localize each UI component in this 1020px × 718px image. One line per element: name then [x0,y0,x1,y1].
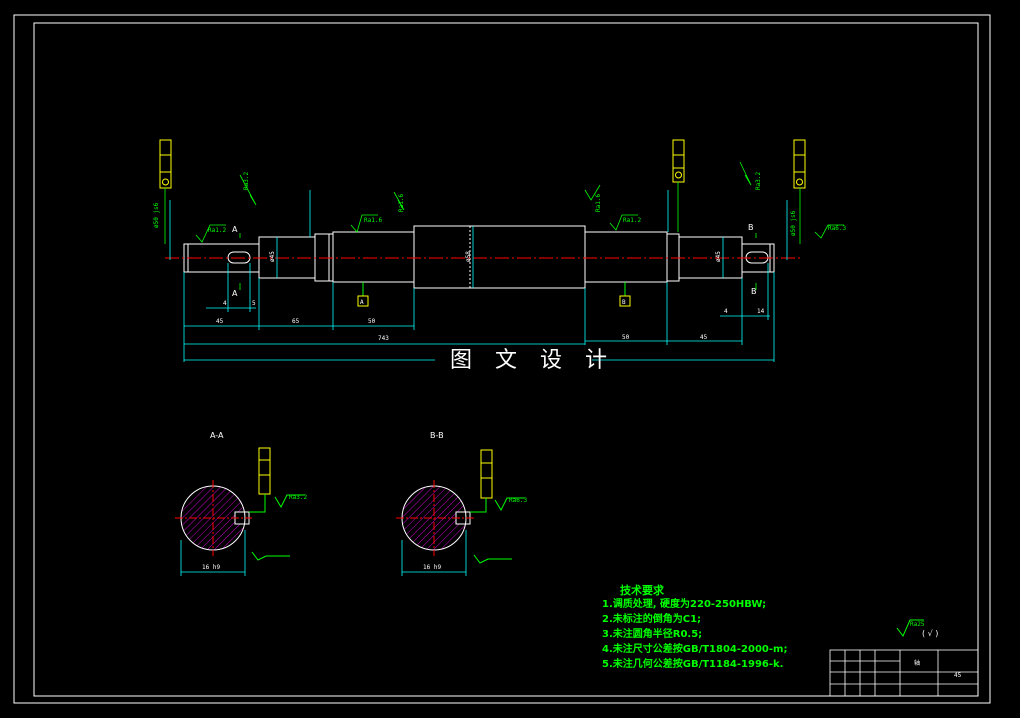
watermark-bg [440,347,588,373]
gdt-leaders [164,182,801,244]
roughness-symbol-6 [609,214,638,231]
runout-icon [162,178,169,186]
shaft-segment-left-journal [332,231,415,283]
dim-small-1: 5 [252,300,256,307]
title-block-name: 轴 [914,659,920,667]
dim-left-1: 65 [292,318,300,325]
section-title-bb: B-B [430,431,444,440]
roughness-label-3: Ra1.6 [364,217,382,224]
title-block-material: 45 [954,672,962,679]
runout-icon [796,178,803,186]
roughness-label-6: Ra1.2 [623,217,641,224]
default-roughness-label: Ra25 [910,621,925,628]
roughness-label-5: Ra1.6 [595,194,602,212]
section-aa-dim: 16 h9 [202,564,220,571]
roughness-label-8: Ra6.3 [828,225,846,232]
diameter-dim-lines [169,190,788,288]
gdt-frame-mid-right [672,139,685,183]
diameter-label-d1: ø45 [269,251,276,262]
roughness-label-4: Ra1.6 [398,194,405,212]
default-roughness: Ra25 ( √ ) [896,619,938,638]
datum-label-right: B [622,299,626,306]
dimension-lines [183,263,775,362]
section-aa-roughness: Ra3.2 [289,494,307,501]
section-view-aa: 16 h9 Ra3.2 [175,447,307,576]
requirement-item: 5.未注几何公差按GB/T1184-1996-k. [602,659,784,670]
requirement-item: 3.未注圆角半径R0.5; [602,629,703,640]
section-marker-a-top: A [232,225,238,234]
shaft-segment-center [413,225,586,289]
datum-label-left: A [360,299,364,306]
gdt-frame-left [159,139,172,189]
technical-requirements-list: 1.调质处理, 硬度为220-250HBW; 2.未标注的倒角为C1; 3.未注… [602,597,787,672]
title-block [829,649,979,697]
default-roughness-paren: ( √ ) [922,629,938,638]
roughness-symbol-1 [195,224,226,243]
roughness-label-2: Ra3.2 [243,172,250,190]
requirement-item: 2.未标注的倒角为C1; [602,614,702,625]
section-marker-b-top: B [748,223,754,232]
section-marker-a-bottom: A [232,289,238,298]
section-marker-b-bottom: B [751,287,757,296]
section-view-bb: 16 h9 Ra6.3 [396,449,527,576]
datum-marker-left: A [357,282,369,307]
section-cut-lines [239,233,757,290]
roughness-symbol-4 [393,191,405,211]
roughness-label-1: Ra1.2 [208,227,226,234]
gdt-frames [159,139,806,189]
roughness-label-7: Ra3.2 [755,172,762,190]
roughness-symbol-5 [584,184,601,201]
section-bb-dim: 16 h9 [423,564,441,571]
dim-left-2: 50 [368,318,376,325]
runout-icon [675,171,682,179]
watermark-text: 图 文 设 计 [450,348,615,373]
section-title-aa: A-A [210,431,224,440]
roughness-symbol-3 [350,214,378,233]
gdt-frame-right [793,139,806,189]
inner-frame [33,22,979,697]
dim-total: 743 [378,335,389,342]
technical-requirements-title: 技术要求 [620,584,664,597]
roughness-symbol-7 [739,161,752,186]
dim-small-3: 14 [757,308,765,315]
roughness-symbols [195,161,844,243]
diameter-label-d3: ø45 [715,251,722,262]
shaft-segment-right-journal [584,231,668,283]
roughness-symbol-8 [814,224,844,239]
roughness-symbol-2 [239,174,257,206]
requirement-item: 1.调质处理, 硬度为220-250HBW; [602,599,767,610]
tolerance-label-left: ø50 js6 [153,202,160,228]
requirement-item: 4.未注尺寸公差按GB/T1804-2000-m; [602,644,788,655]
dim-small-0: 4 [223,300,227,307]
dim-right-0: 50 [622,334,630,341]
diameter-label-d2: ø58 [465,251,472,262]
outer-frame [13,14,991,704]
dim-small-2: 4 [724,308,728,315]
dim-right-1: 45 [700,334,708,341]
section-bb-roughness: Ra6.3 [509,497,527,504]
tolerance-label-right: ø50 js6 [790,210,797,236]
datum-marker-right: B [619,282,631,307]
dim-left-0: 45 [216,318,224,325]
